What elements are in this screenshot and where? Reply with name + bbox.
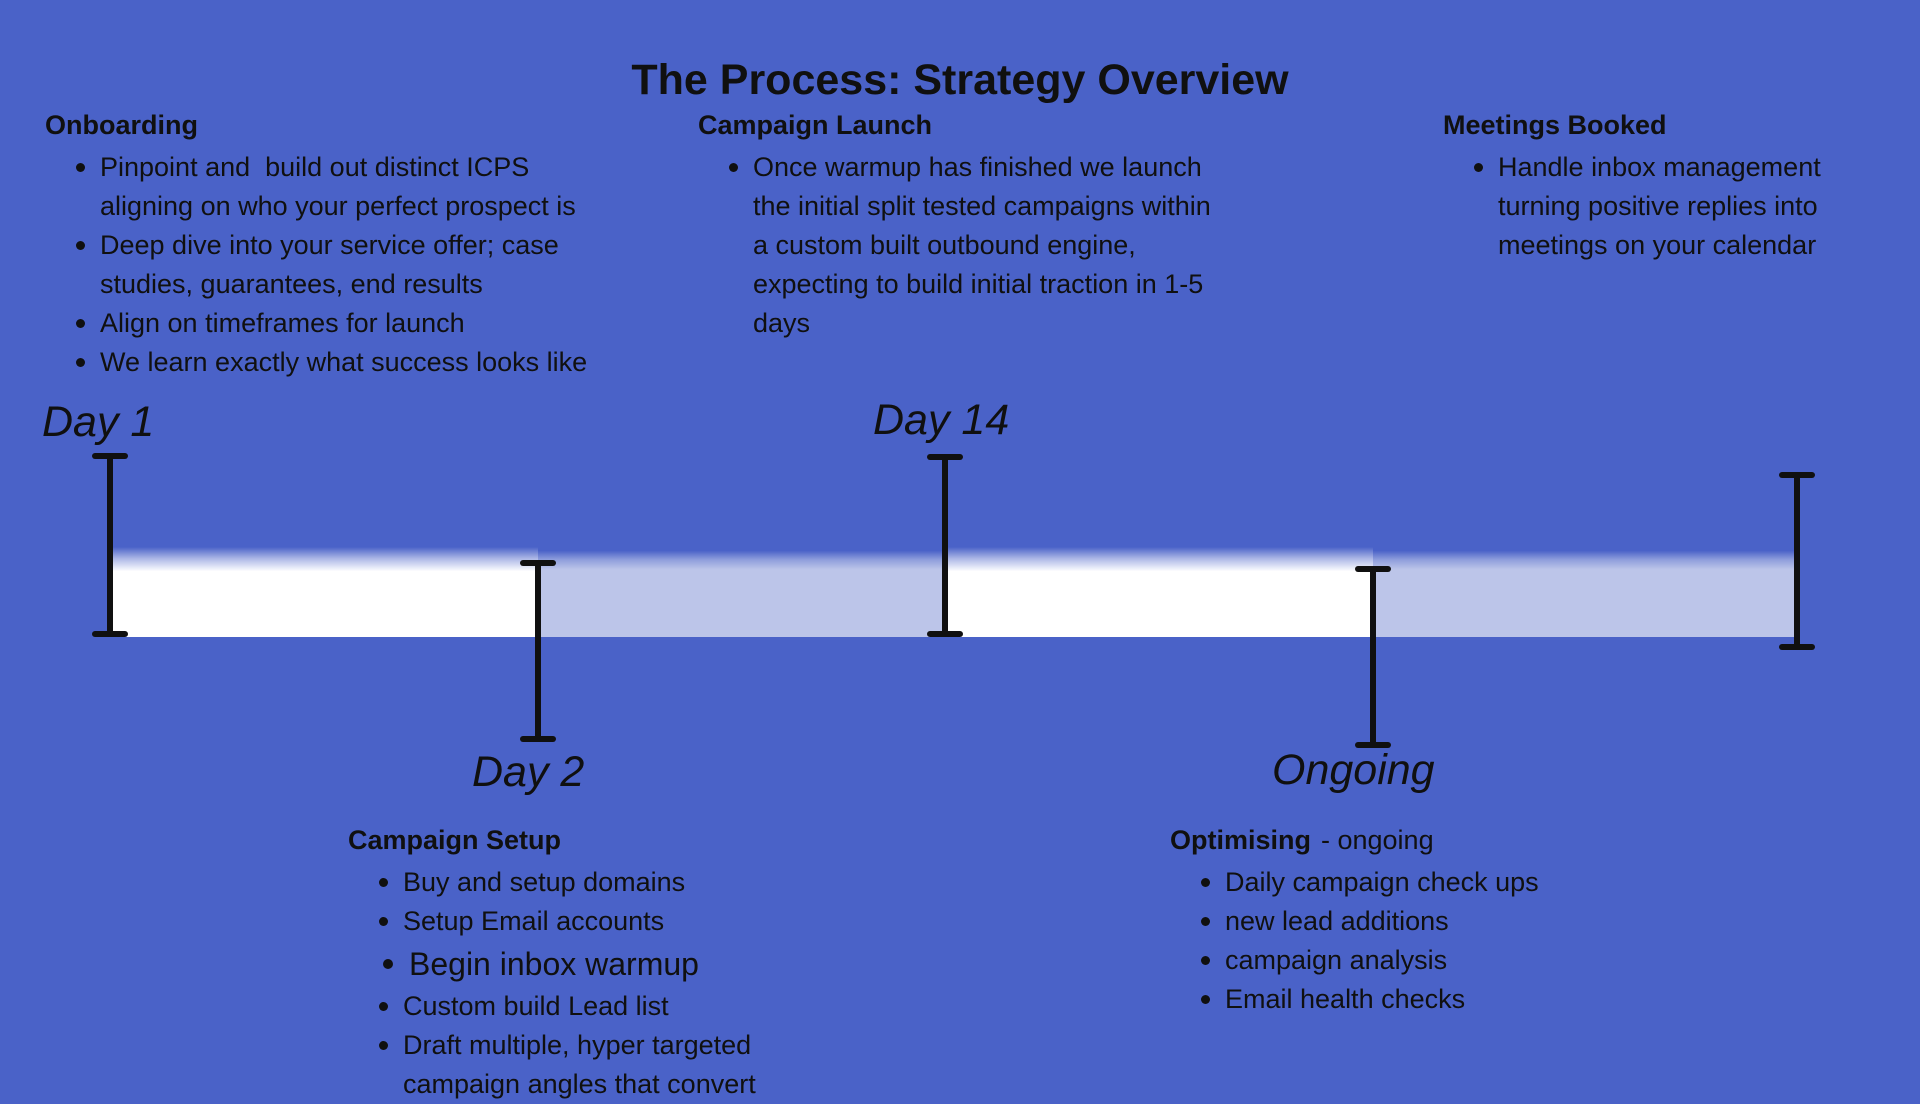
tick-line	[1794, 472, 1800, 650]
section-campaign-launch: Campaign Launch Once warmup has finished…	[698, 107, 1258, 343]
bullet-list: Handle inbox management turning positive…	[1471, 148, 1903, 265]
bullet-item: Begin inbox warmup	[376, 941, 888, 987]
bullet-item: Setup Email accounts	[376, 902, 888, 941]
bullet-item: Custom build Lead list	[376, 987, 888, 1026]
bullet-item: Buy and setup domains	[376, 863, 888, 902]
section-heading: Optimising - ongoing	[1170, 822, 1710, 859]
bullet-item: Handle inbox management turning positive…	[1471, 148, 1903, 265]
timeline-segment-setup	[538, 547, 945, 637]
bullet-list: Daily campaign check ups new lead additi…	[1198, 863, 1710, 1019]
bullet-list: Buy and setup domains Setup Email accoun…	[376, 863, 888, 1104]
section-heading: Campaign Launch	[698, 110, 933, 140]
timeline-segment-launch	[945, 547, 1373, 637]
bullet-item: Pinpoint and build out distinct ICPS ali…	[73, 148, 645, 226]
timeline-segment-optimising	[1373, 547, 1797, 637]
bullet-item: Email health checks	[1198, 980, 1710, 1019]
label-ongoing: Ongoing	[1272, 746, 1435, 794]
bullet-item: Once warmup has finished we launch the i…	[726, 148, 1258, 343]
section-heading: Meetings Booked	[1443, 110, 1667, 140]
section-heading-suffix: - ongoing	[1321, 825, 1434, 855]
section-meetings-booked: Meetings Booked Handle inbox management …	[1443, 107, 1903, 265]
timeline-segment-onboarding	[112, 547, 538, 637]
tick-day1	[92, 453, 128, 637]
bullet-item: Draft multiple, hyper targeted campaign …	[376, 1026, 888, 1104]
section-optimising: Optimising - ongoing Daily campaign check…	[1170, 822, 1710, 1019]
bullet-item: Daily campaign check ups	[1198, 863, 1710, 902]
tick-day14	[927, 454, 963, 637]
tick-end	[1779, 472, 1815, 650]
tick-line	[535, 560, 541, 742]
bullet-list: Pinpoint and build out distinct ICPS ali…	[73, 148, 645, 382]
section-campaign-setup: Campaign Setup Buy and setup domains Set…	[348, 822, 888, 1104]
label-day14: Day 14	[873, 396, 1010, 444]
bullet-item: new lead additions	[1198, 902, 1710, 941]
bullet-item: We learn exactly what success looks like	[73, 343, 645, 382]
section-heading-bold: Optimising	[1170, 825, 1311, 855]
section-onboarding: Onboarding Pinpoint and build out distin…	[45, 107, 645, 382]
label-day1: Day 1	[42, 398, 155, 446]
section-heading: Campaign Setup	[348, 825, 562, 855]
bullet-list: Once warmup has finished we launch the i…	[726, 148, 1258, 343]
tick-ongoing	[1355, 566, 1391, 748]
section-heading: Onboarding	[45, 110, 198, 140]
tick-line	[942, 454, 948, 637]
tick-line	[1370, 566, 1376, 748]
tick-line	[107, 453, 113, 637]
bullet-item: campaign analysis	[1198, 941, 1710, 980]
bullet-item: Deep dive into your service offer; case …	[73, 226, 645, 304]
tick-day2	[520, 560, 556, 742]
page-title: The Process: Strategy Overview	[631, 55, 1289, 104]
label-day2: Day 2	[472, 748, 585, 796]
bullet-item: Align on timeframes for launch	[73, 304, 645, 343]
